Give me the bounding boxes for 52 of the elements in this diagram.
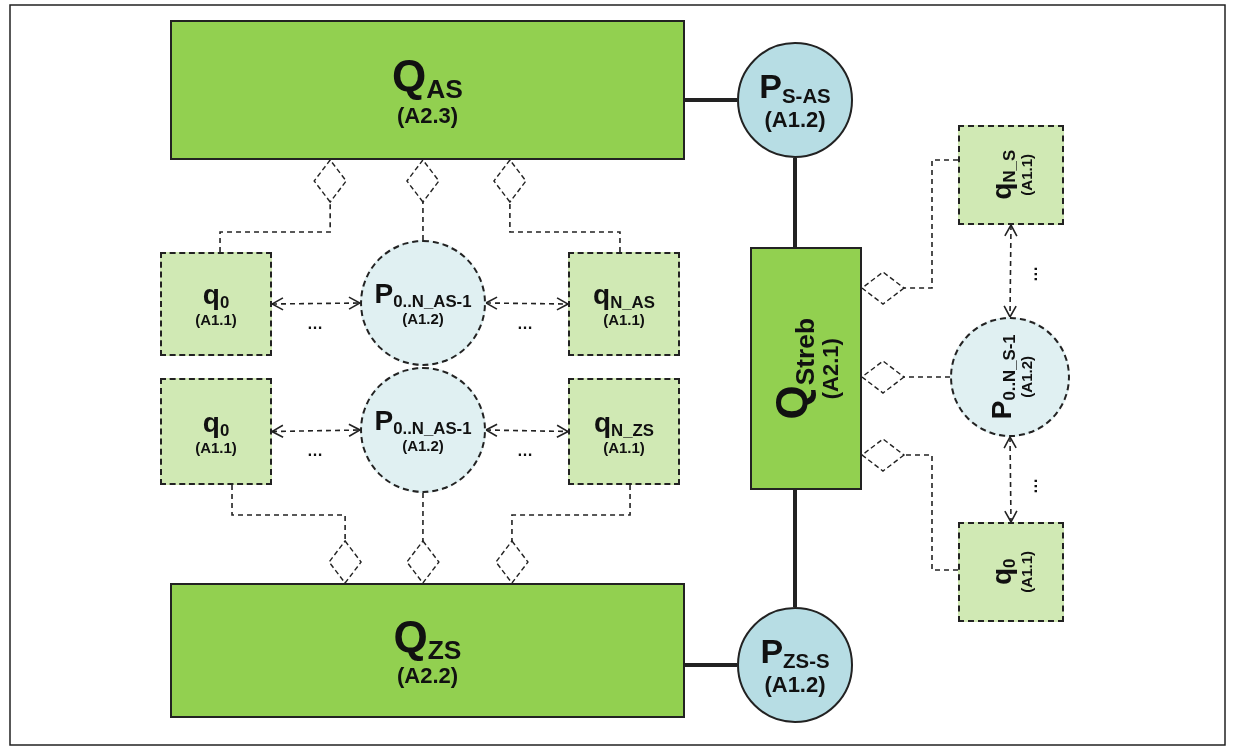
connector-line <box>793 158 797 247</box>
node-code: (A1.2) <box>764 672 826 696</box>
dashed-box <box>160 378 272 485</box>
node-code: (A1.2) <box>764 107 826 131</box>
node-symbol: q$_{N_AS}$ <box>593 280 655 313</box>
double-arrow <box>1003 224 1018 318</box>
double-arrow <box>485 423 569 439</box>
double-arrow <box>1003 436 1018 523</box>
node-code: (A1.1) <box>195 439 237 456</box>
aggregation-line <box>495 484 631 584</box>
double-arrow <box>271 423 361 439</box>
process-box <box>170 20 685 160</box>
node-code: (A1.1) <box>1019 154 1035 196</box>
node-symbol: P$_{S-AS}$ <box>759 69 831 108</box>
node-symbol: Q$_{AS}$ <box>392 53 463 104</box>
node-symbol: q$_{0}$ <box>202 280 230 313</box>
aggregation-line <box>406 492 440 584</box>
node-symbol: q$_{N_ZS}$ <box>594 407 654 440</box>
node-symbol: q$_{0}$ <box>202 407 230 440</box>
node-code: (A2.2) <box>396 664 459 688</box>
dashed-box <box>160 252 272 356</box>
dashed-box <box>568 252 680 356</box>
node-code: (A1.1) <box>195 312 237 328</box>
connector-line <box>793 490 797 607</box>
node-symbol: Q$_{ZS}$ <box>393 613 462 665</box>
aggregation-line <box>493 159 621 253</box>
dashed-box <box>568 378 680 485</box>
node-code: (A1.1) <box>603 312 645 328</box>
node-code: (A2.3) <box>396 103 459 127</box>
aggregation-line <box>861 159 959 305</box>
aggregation-line <box>861 438 959 571</box>
connector-line <box>685 662 737 667</box>
aggregation-line <box>231 484 362 584</box>
node-code: (A1.1) <box>603 439 645 456</box>
aggregation-line <box>406 159 440 241</box>
node-symbol: P$_{0..N_AS-1}$ <box>374 406 472 439</box>
node-code: (A1.2) <box>402 311 444 327</box>
double-arrow <box>271 296 361 311</box>
process-box <box>170 583 685 718</box>
connector-line <box>685 97 737 102</box>
node-code: (A1.2) <box>1018 356 1034 398</box>
double-arrow <box>485 296 569 311</box>
dashed-box <box>958 522 1064 622</box>
node-code: (A1.2) <box>402 438 444 454</box>
dashed-box <box>958 125 1064 225</box>
node-symbol: P$_{0..N_AS-1}$ <box>374 279 472 312</box>
node-code: (A1.1) <box>1019 551 1035 593</box>
aggregation-line <box>219 159 347 253</box>
node-symbol: P$_{ZS-S}$ <box>760 634 830 673</box>
aggregation-line <box>861 360 951 394</box>
process-box <box>750 247 862 490</box>
node-code: (A2.1) <box>819 337 843 400</box>
